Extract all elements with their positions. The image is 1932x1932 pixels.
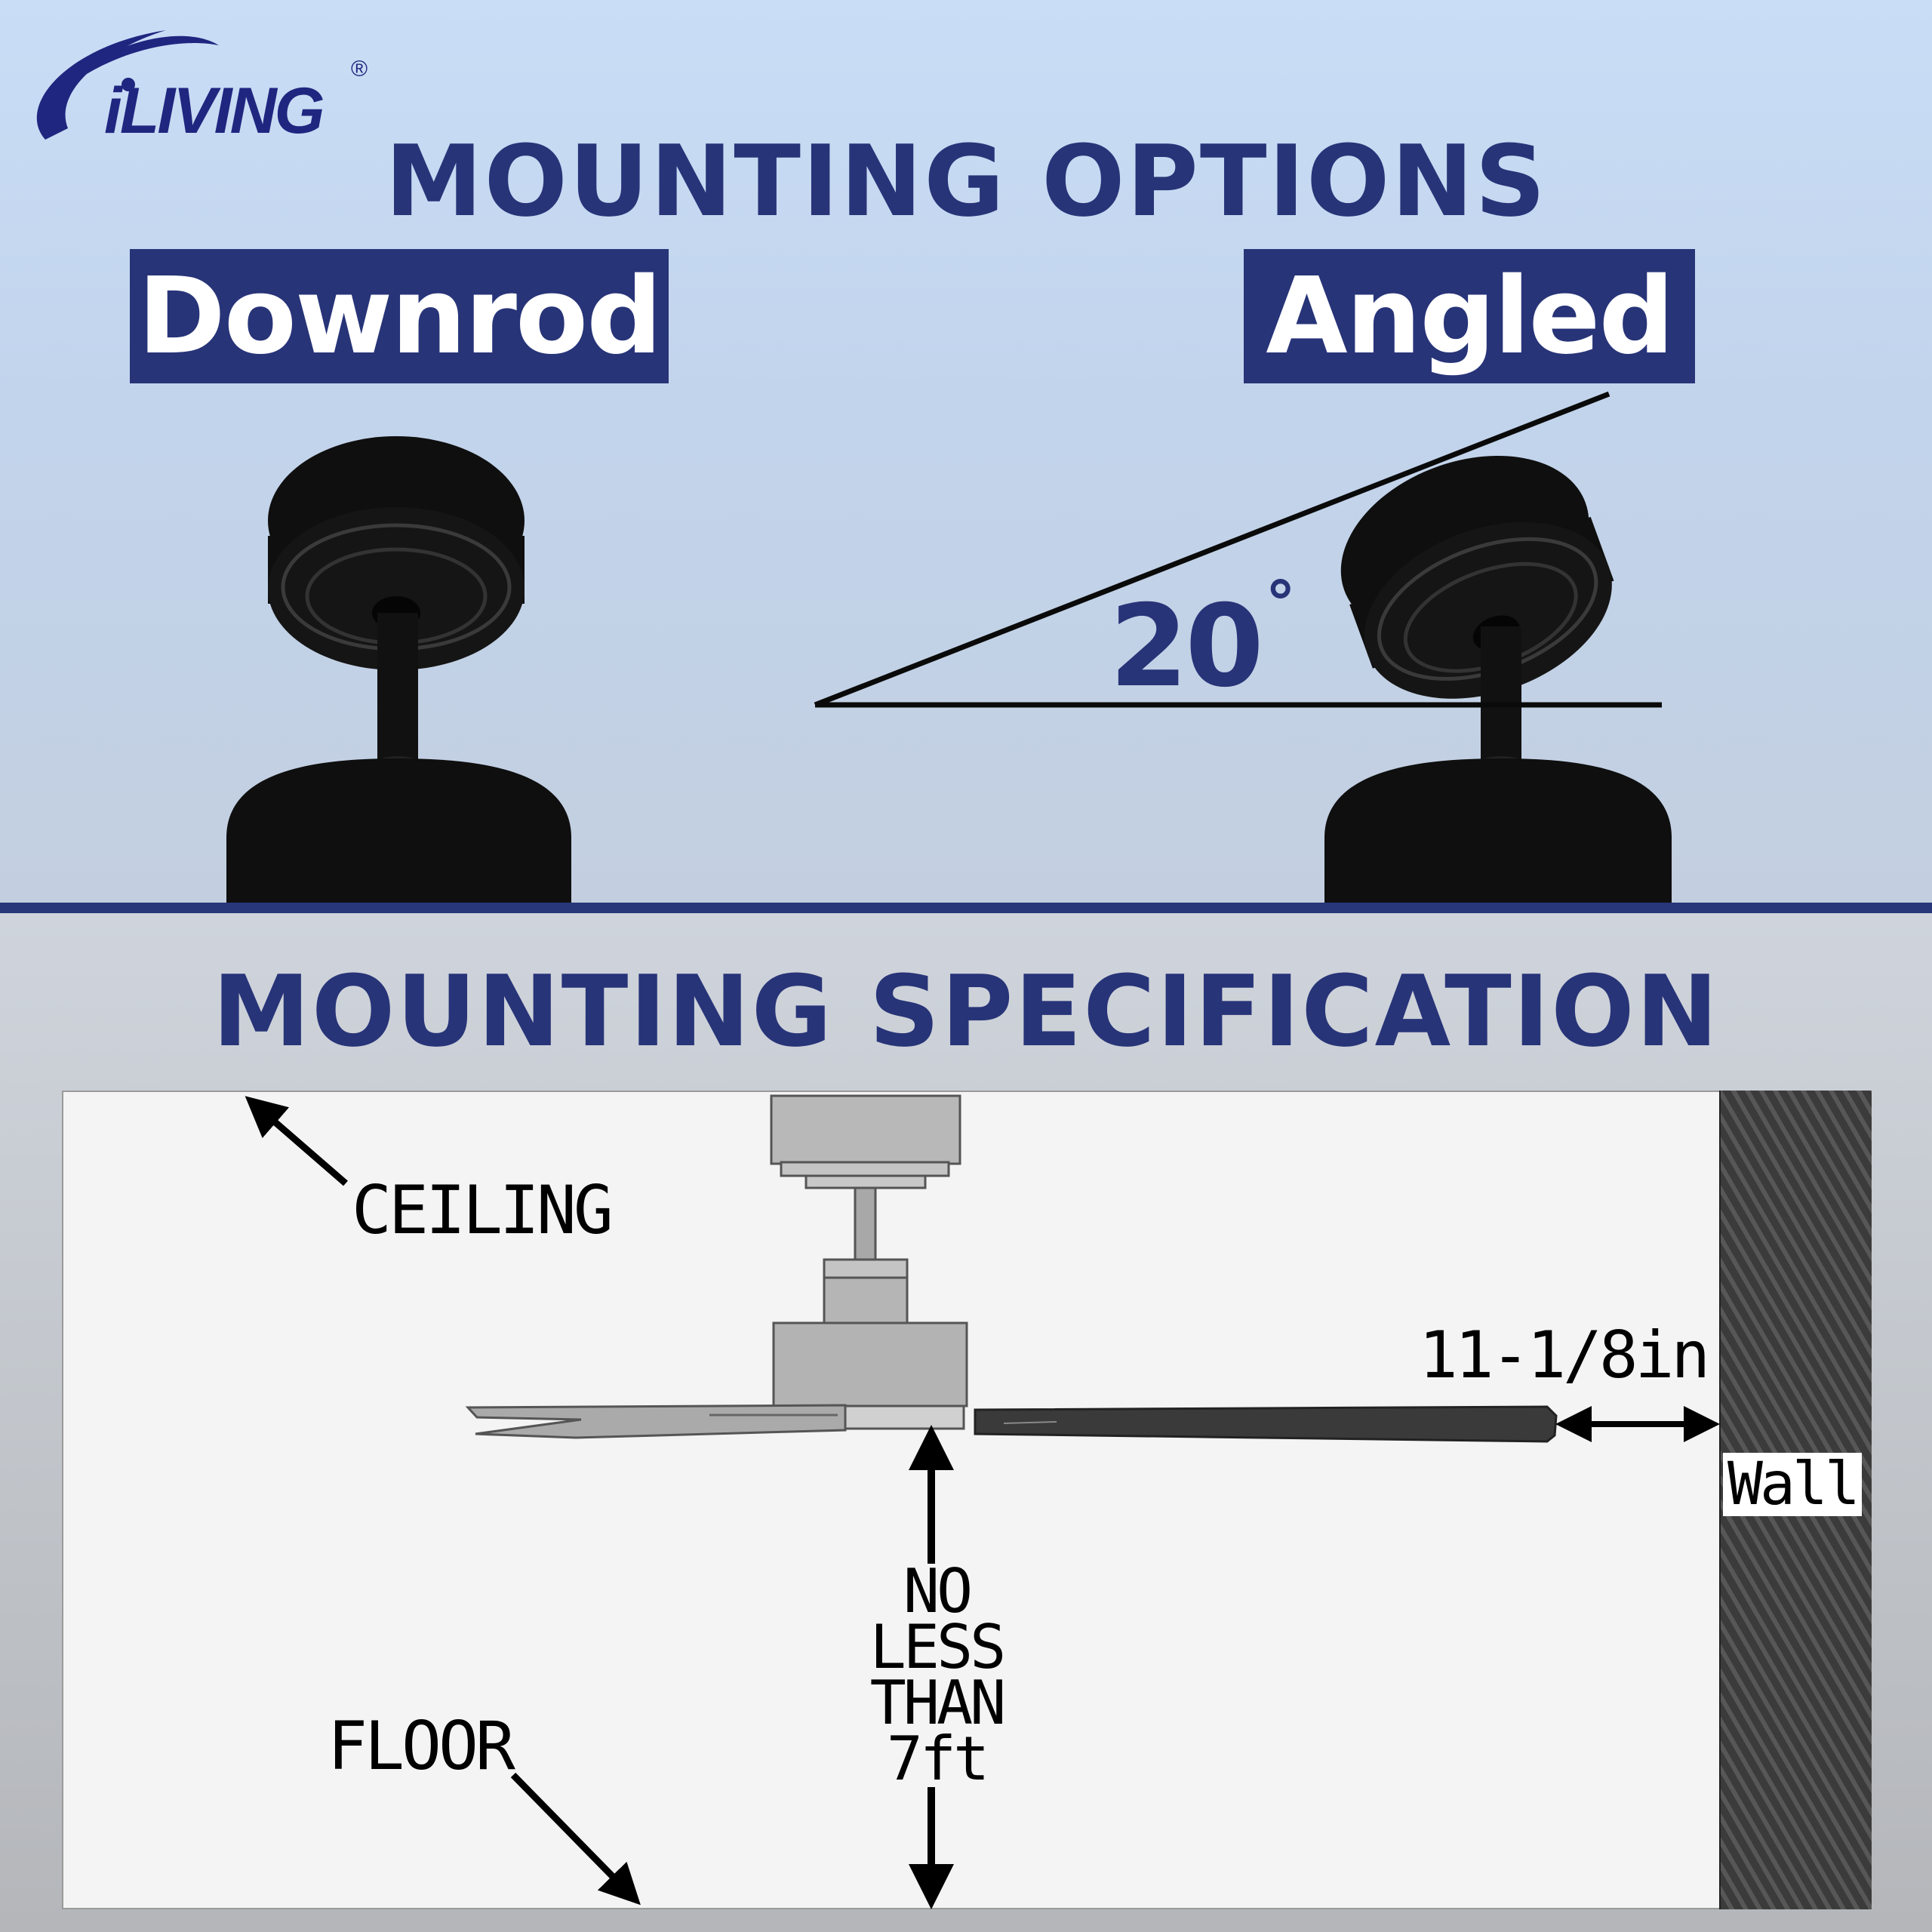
downrod-fan-illustration xyxy=(226,436,571,903)
ceiling-arrow xyxy=(245,1096,348,1186)
mounting-options-section xyxy=(0,0,1932,903)
angled-pole xyxy=(1481,626,1521,766)
clearance-line-1: NO LESS xyxy=(869,1556,1007,1682)
downrod-canopy xyxy=(268,436,525,670)
angle-slope-line xyxy=(814,391,1611,708)
floor-arrow xyxy=(510,1772,641,1906)
section-divider xyxy=(0,903,1932,913)
downrod-label-text: Downrod xyxy=(137,254,663,378)
spec-fan-downrod xyxy=(854,1186,877,1261)
wall-label: Wall xyxy=(1723,1453,1862,1516)
ceiling-label: CEILING xyxy=(352,1171,614,1249)
downrod-pole xyxy=(377,613,418,764)
angled-fan-illustration xyxy=(1324,455,1672,903)
angled-label: Angled xyxy=(1244,249,1695,383)
clearance-label: NO LESS THAN 7ft xyxy=(838,1556,1035,1794)
mounting-specification-title: MOUNTING SPECIFICATION xyxy=(212,954,1720,1069)
angle-number: 20 xyxy=(1109,581,1264,712)
degree-symbol: ° xyxy=(1265,568,1296,638)
downrod-label: Downrod xyxy=(130,249,669,383)
spec-fan-blade-right xyxy=(974,1405,1558,1443)
wall-gap-label: 11-1/8in xyxy=(1419,1318,1710,1393)
spec-fan-illustration xyxy=(465,1094,1558,1443)
mounting-options-illustration xyxy=(226,391,1672,903)
clearance-line-2: THAN xyxy=(869,1668,1007,1738)
logo-wordmark: iLIVING xyxy=(104,75,325,147)
registered-mark: ® xyxy=(351,57,368,82)
mounting-options-title: MOUNTING OPTIONS xyxy=(385,124,1547,238)
spec-fan-blade-left xyxy=(465,1404,847,1439)
angle-value-label: 20° xyxy=(1109,568,1296,712)
logo-swoosh-icon xyxy=(36,30,219,140)
angled-canopy xyxy=(1340,455,1614,699)
brand-logo: iLIVING ® xyxy=(15,15,377,155)
spec-fan-canopy xyxy=(770,1094,961,1165)
angled-motor-housing xyxy=(1324,758,1672,903)
floor-label: FLOOR xyxy=(328,1707,515,1785)
clearance-line-3: 7ft xyxy=(886,1724,990,1794)
spec-fan-motor xyxy=(772,1321,968,1407)
angled-label-text: Angled xyxy=(1266,254,1674,378)
downrod-motor-housing xyxy=(226,758,571,903)
